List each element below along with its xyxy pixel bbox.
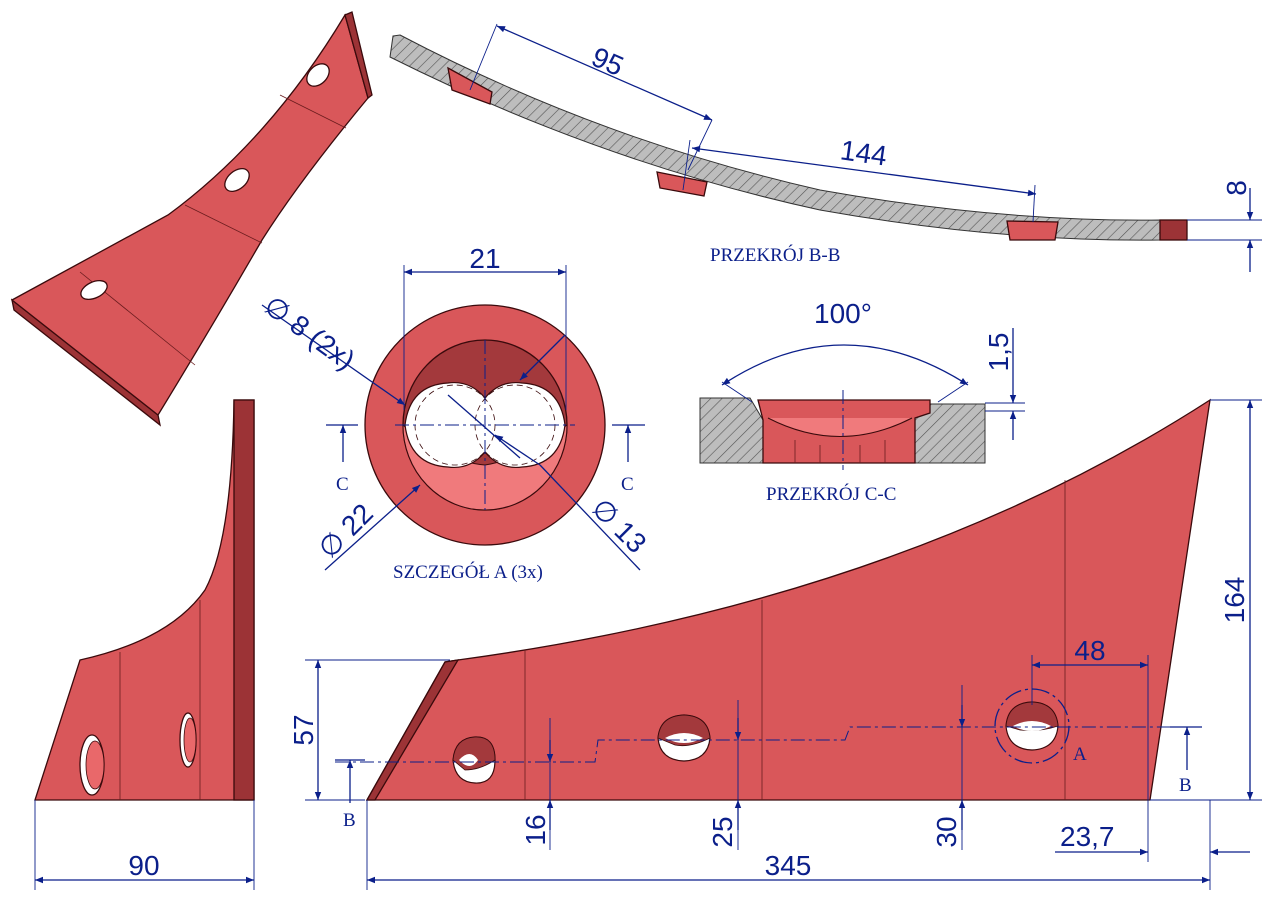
- section-cc-view: 100° 1,5 PRZEKRÓJ C-C: [699, 298, 1025, 505]
- detail-a-view: 21 ∅ 8 (2x) ∅ 22 ∅ 13 C C SZCZEGÓŁ A (3x…: [258, 243, 652, 583]
- dim-345: 345: [765, 850, 812, 881]
- section-bb-label: PRZEKRÓJ B-B: [710, 244, 840, 266]
- b-marker-left: B: [343, 810, 356, 831]
- section-cc-label: PRZEKRÓJ C-C: [766, 483, 896, 505]
- dim-1-5: 1,5: [983, 333, 1014, 372]
- dim-144: 144: [838, 134, 889, 171]
- dim-16: 16: [520, 814, 551, 845]
- dim-30: 30: [931, 816, 962, 847]
- dim-23-7: 23,7: [1060, 821, 1115, 852]
- iso-hole-1: [80, 279, 108, 301]
- isometric-view: [10, 11, 373, 427]
- dim-164: 164: [1219, 577, 1250, 624]
- dim-25: 25: [707, 816, 738, 847]
- side-view: 90: [34, 399, 255, 890]
- dim-d13: ∅ 13: [586, 492, 653, 559]
- dim-d8-2x: ∅ 8 (2x): [258, 290, 360, 376]
- dim-48: 48: [1074, 635, 1105, 666]
- iso-hole-2: [224, 168, 250, 192]
- detail-a-label: SZCZEGÓŁ A (3x): [393, 561, 543, 583]
- iso-hole-3: [306, 63, 330, 87]
- front-view: A B B 57 16 25 30 48: [288, 398, 1262, 890]
- a-marker: A: [1073, 744, 1087, 765]
- dim-95: 95: [587, 41, 628, 82]
- b-marker-right: B: [1179, 775, 1192, 796]
- dim-21: 21: [469, 243, 500, 274]
- dim-8: 8: [1221, 180, 1252, 196]
- dim-90: 90: [128, 850, 159, 881]
- c-marker-left: C: [336, 474, 349, 495]
- c-marker-right: C: [621, 474, 634, 495]
- dim-57: 57: [288, 714, 319, 745]
- dim-100deg: 100°: [814, 298, 872, 329]
- section-bb-view: 95 144 8 PRZEKRÓJ B-B: [389, 23, 1262, 272]
